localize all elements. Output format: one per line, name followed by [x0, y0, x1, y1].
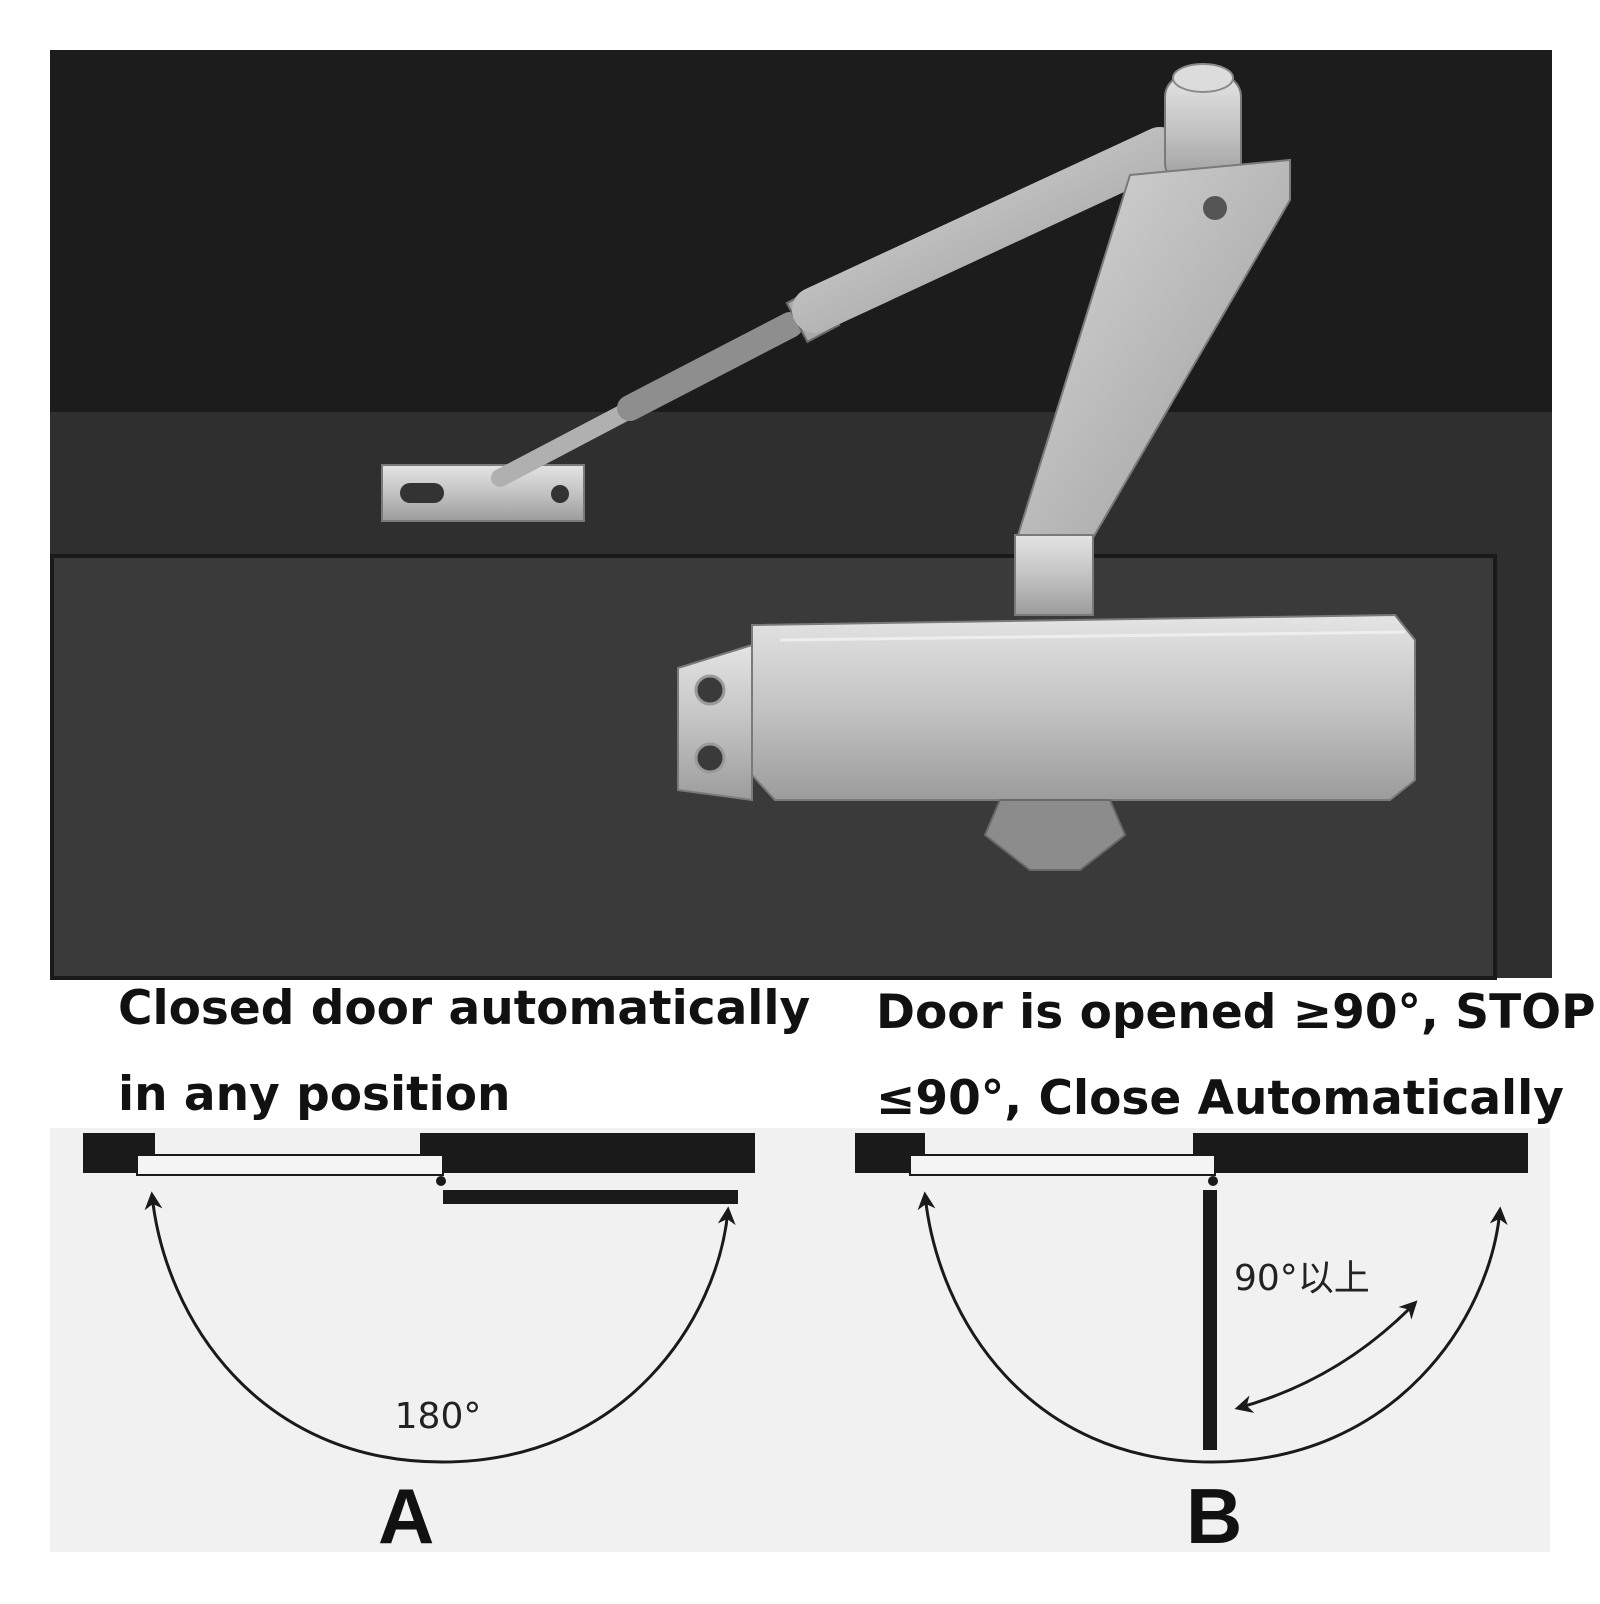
arm-spindle	[1014, 534, 1094, 616]
arm-screw	[1203, 196, 1227, 220]
panel-letter-b: B	[1186, 1472, 1243, 1560]
door-open-b	[1203, 1190, 1217, 1450]
bracket-hole	[551, 485, 569, 503]
mount-hole-bottom	[694, 742, 726, 774]
caption-a-line2: in any position	[118, 1067, 511, 1122]
product-photo	[50, 50, 1552, 980]
wall-background	[50, 50, 1552, 412]
caption-a-line1: Closed door automatically	[118, 981, 811, 1036]
hinge-a	[436, 1176, 446, 1186]
diagram-background	[50, 1128, 1550, 1552]
closer-body	[751, 613, 1416, 801]
adjust-valve	[983, 799, 1127, 871]
caption-b: Door is opened ≥90°, STOP ≤90°, Close Au…	[876, 970, 1596, 1142]
door-open-a	[443, 1190, 738, 1204]
swing-arc-a	[144, 1191, 736, 1464]
angle-label-b: 90°以上	[1234, 1258, 1370, 1299]
hinge-b	[1208, 1176, 1218, 1186]
forearm-thread	[617, 312, 803, 421]
mounting-plate	[677, 643, 753, 802]
door-closer-icon	[381, 63, 1416, 871]
swing-arc-b	[917, 1191, 1508, 1464]
angle-label-a: 180°	[395, 1396, 482, 1437]
diagram-b: 90°以上	[855, 1133, 1528, 1464]
pivot-cap	[1172, 63, 1234, 93]
door-closed-a	[136, 1154, 444, 1176]
wall-right-b	[1193, 1133, 1528, 1173]
bracket-slot	[400, 483, 444, 503]
stop-range-arrow	[1234, 1300, 1418, 1413]
door-closed-b	[909, 1154, 1216, 1176]
caption-b-line1: Door is opened ≥90°, STOP	[876, 985, 1596, 1040]
main-arm	[1013, 158, 1291, 562]
caption-b-line2: ≤90°, Close Automatically	[876, 1071, 1564, 1126]
caption-a: Closed door automatically in any positio…	[118, 966, 810, 1138]
panel-letter-a: A	[378, 1472, 435, 1560]
mount-hole-top	[694, 674, 726, 706]
body-highlight	[779, 630, 1406, 642]
diagram-a: 180°	[83, 1133, 755, 1464]
forearm-tube	[792, 127, 1183, 333]
wall-right-a	[420, 1133, 755, 1173]
